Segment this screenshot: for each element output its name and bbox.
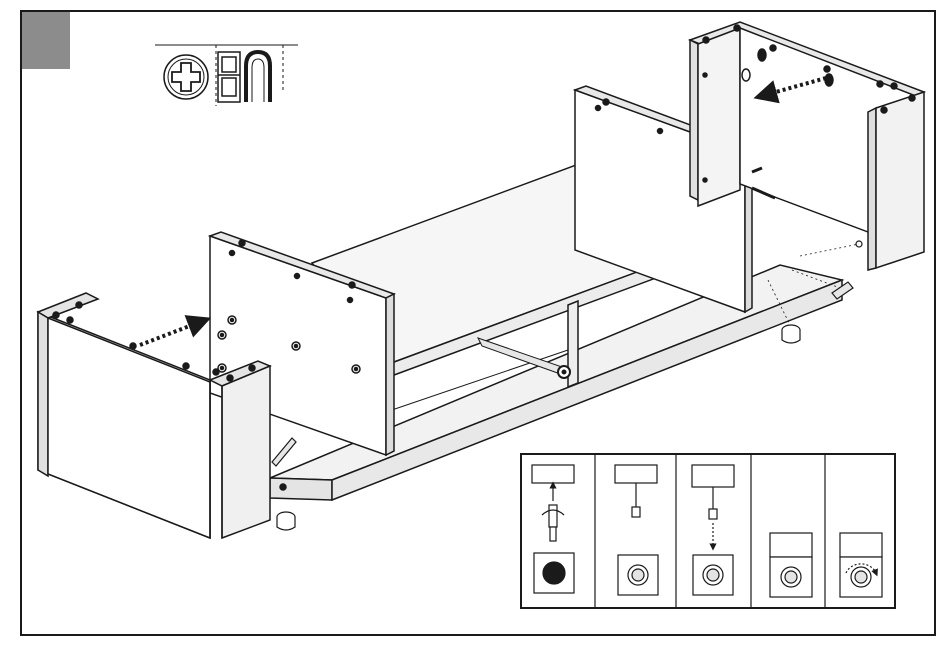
cam-bolt-insert-step [532,465,574,593]
cam-lock-detail-inset [520,453,896,609]
cam-lock-tighten-step [840,533,882,597]
cam-lock-insert-step [692,465,734,595]
phillips-screwdriver-icon [164,55,208,99]
cam-lock-left [277,512,295,530]
panel-joined-step [770,533,812,597]
cam-bolt-icon [218,52,240,102]
tool-legend [155,45,298,106]
cam-lock-right [782,325,800,343]
dowel-clip-icon [246,52,270,102]
cam-bolt-seated-step [615,465,658,595]
dowel-pin-left [272,438,296,466]
cam-lock-detail-drawing [522,455,894,607]
